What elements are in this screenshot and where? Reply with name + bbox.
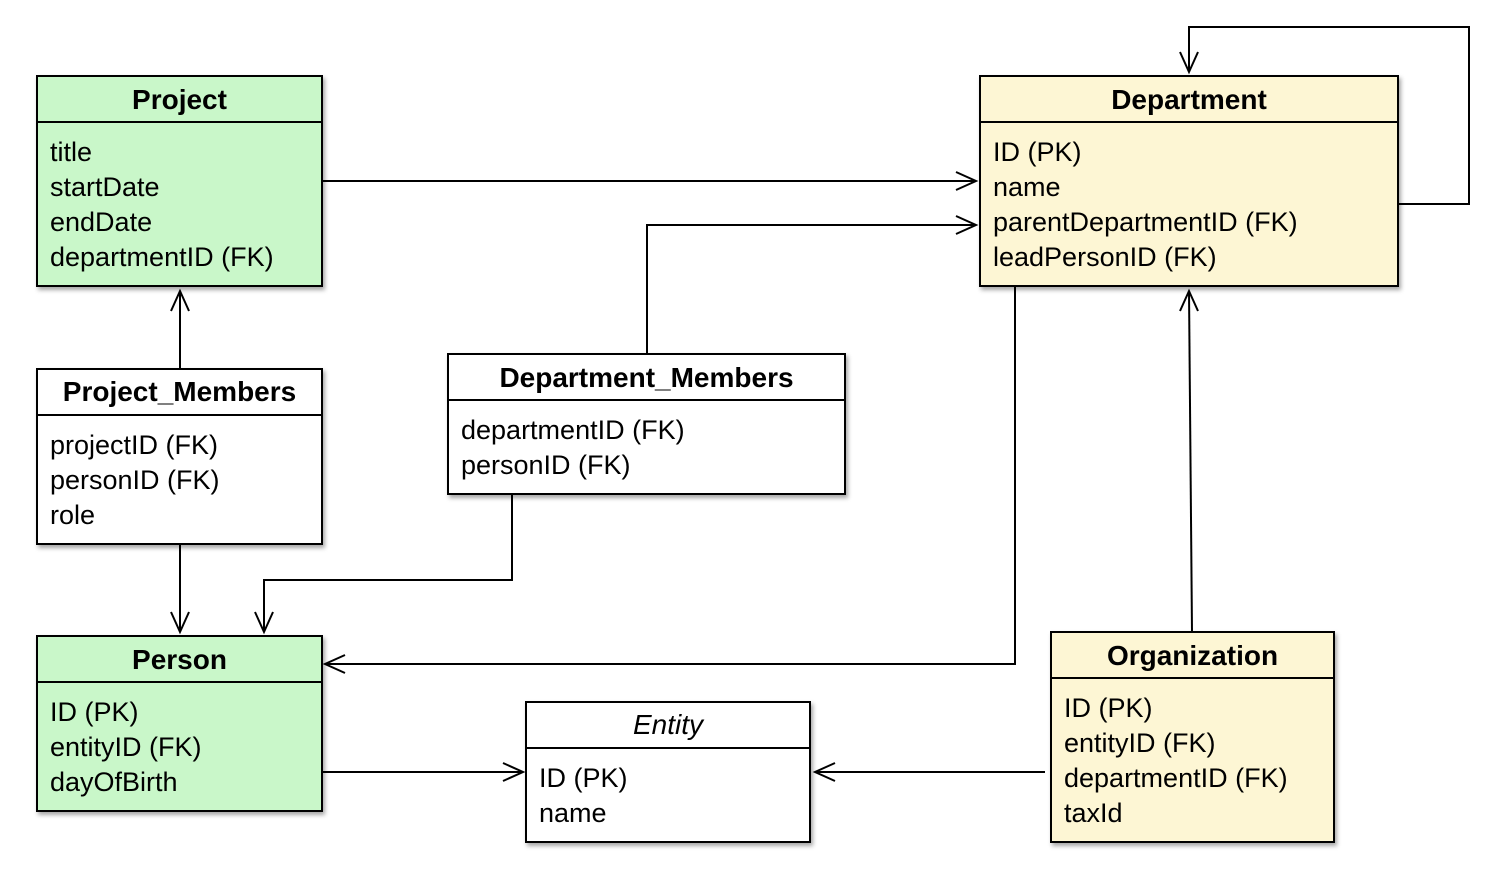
entity-field: name [539,798,607,828]
project-field: startDate [50,172,160,202]
organization-title: Organization [1107,640,1278,671]
department-members-field: personID (FK) [461,450,631,480]
department-members-to-person-line [263,494,513,632]
arrowhead-department-from-project [955,171,979,191]
entity-field: ID (PK) [539,763,628,793]
department-field: ID (PK) [993,137,1082,167]
entity-box [525,701,811,843]
project-members-field: projectID (FK) [50,430,218,460]
department-members-field: departmentID (FK) [461,415,685,445]
project-members-title: Project_Members [63,376,296,407]
person-box [36,635,323,812]
arrowhead-department-from-department-members [955,215,979,235]
department-members-to-department-line [646,224,976,354]
department-field: name [993,172,1061,202]
entity-project-members[interactable]: Project_Members projectID (FK) personID … [36,368,323,545]
project-field: departmentID (FK) [50,242,274,272]
organization-box [1050,631,1335,843]
arrowhead-person-from-department-members [254,611,274,635]
person-title: Person [132,644,227,675]
entity-department-members[interactable]: Department_Members departmentID (FK) per… [447,353,846,495]
department-self-reference-line [1188,26,1470,205]
department-field: leadPersonID (FK) [993,242,1217,272]
organization-to-department-line [1188,290,1193,633]
entity-entity[interactable]: Entity ID (PK) name [525,701,811,843]
arrowhead-person-from-project-members [170,611,190,635]
entity-department[interactable]: Department ID (PK) name parentDepartment… [979,75,1399,287]
arrowhead-entity-from-organization [812,762,836,782]
arrowhead-entity-from-person [502,762,526,782]
project-box [36,75,323,287]
person-field: dayOfBirth [50,767,178,797]
project-members-box [36,368,323,545]
department-title: Department [1111,84,1267,115]
entity-person[interactable]: Person ID (PK) entityID (FK) dayOfBirth [36,635,323,812]
arrowhead-person-from-department [322,654,346,674]
department-field: parentDepartmentID (FK) [993,207,1298,237]
project-members-field: role [50,500,95,530]
arrowhead-department-self [1179,51,1199,75]
organization-field: ID (PK) [1064,693,1153,723]
arrowhead-department-from-organization [1179,288,1199,312]
organization-field: taxId [1064,798,1123,828]
department-box [979,75,1399,287]
person-field: ID (PK) [50,697,139,727]
project-title: Project [132,84,227,115]
entity-project[interactable]: Project title startDate endDate departme… [36,75,323,287]
organization-field: entityID (FK) [1064,728,1216,758]
person-field: entityID (FK) [50,732,202,762]
department-members-box [447,353,846,495]
entity-organization[interactable]: Organization ID (PK) entityID (FK) depar… [1050,631,1335,843]
organization-field: departmentID (FK) [1064,763,1288,793]
relationship-lines [170,26,1470,782]
department-members-title: Department_Members [499,362,793,393]
project-field: endDate [50,207,152,237]
arrowhead-project-from-project-members [170,288,190,312]
department-to-person-line [325,286,1016,665]
project-members-field: personID (FK) [50,465,220,495]
project-field: title [50,137,92,167]
entity-title: Entity [633,709,705,740]
